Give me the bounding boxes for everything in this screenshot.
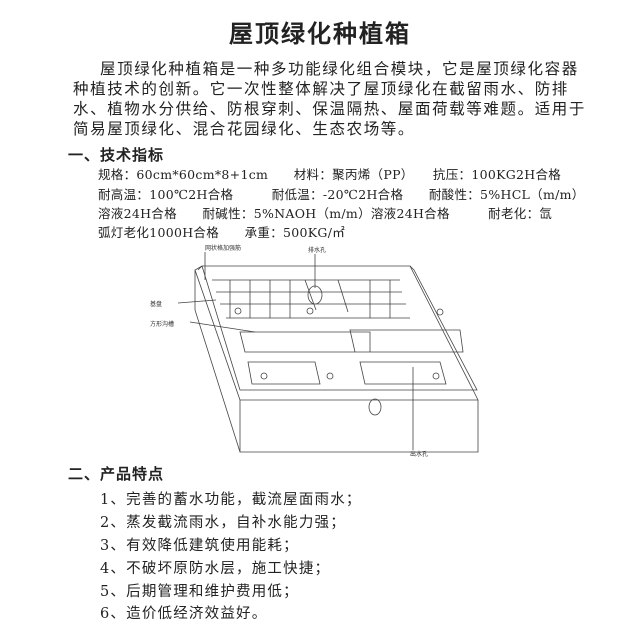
planter-box-diagram: 网状格加强筋 排水孔 基盘 方形沟槽 出水孔 [150, 244, 479, 458]
label-outlet: 出水孔 [410, 450, 428, 458]
intro-line: 屋顶绿化种植箱是一种多功能绿化组合模块，它是屋顶绿化容器 [100, 60, 579, 78]
feature-item: 6、造价低经济效益好。 [100, 606, 268, 622]
label-grid-rib: 网状格加强筋 [205, 244, 241, 252]
label-base: 基盘 [150, 300, 162, 308]
feature-item: 1、完善的蓄水功能，截流屋面雨水； [100, 492, 362, 508]
label-groove: 方形沟槽 [150, 320, 174, 328]
page-title: 屋顶绿化种植箱 [229, 19, 411, 48]
intro-line: 种植技术的创新。它一次性整体解决了屋顶绿化在截留雨水、防排 [73, 80, 569, 98]
spec-line: 耐高温：100℃2H合格 耐低温：-20℃2H合格 耐酸性：5%HCL（m/m） [98, 187, 585, 202]
intro-line: 简易屋顶绿化、混合花园绿化、生态农场等。 [73, 120, 416, 138]
feature-item: 5、后期管理和维护费用低； [100, 584, 299, 600]
feature-item: 4、不破坏原防水层，施工快捷； [100, 561, 331, 577]
spec-line: 溶液24H合格 耐碱性：5%NAOH（m/m）溶液24H合格 耐老化：氙 [98, 206, 553, 221]
label-drain-hole: 排水孔 [308, 246, 326, 254]
spec-line: 规格：60cm*60cm*8+1cm 材料：聚丙烯（PP） 抗压：100KG2H… [98, 167, 562, 182]
section-heading-features: 二、产品特点 [68, 465, 165, 483]
intro-line: 水、植物水分供给、防根穿刺、保温隔热、屋面荷载等难题。适用于 [73, 100, 587, 118]
feature-item: 3、有效降低建筑使用能耗； [100, 538, 299, 554]
section-heading-specs: 一、技术指标 [68, 146, 165, 164]
feature-item: 2、蒸发截流雨水，自补水能力强； [100, 515, 346, 531]
spec-line: 弧灯老化1000H合格 承重：500KG/㎡ [98, 225, 346, 240]
